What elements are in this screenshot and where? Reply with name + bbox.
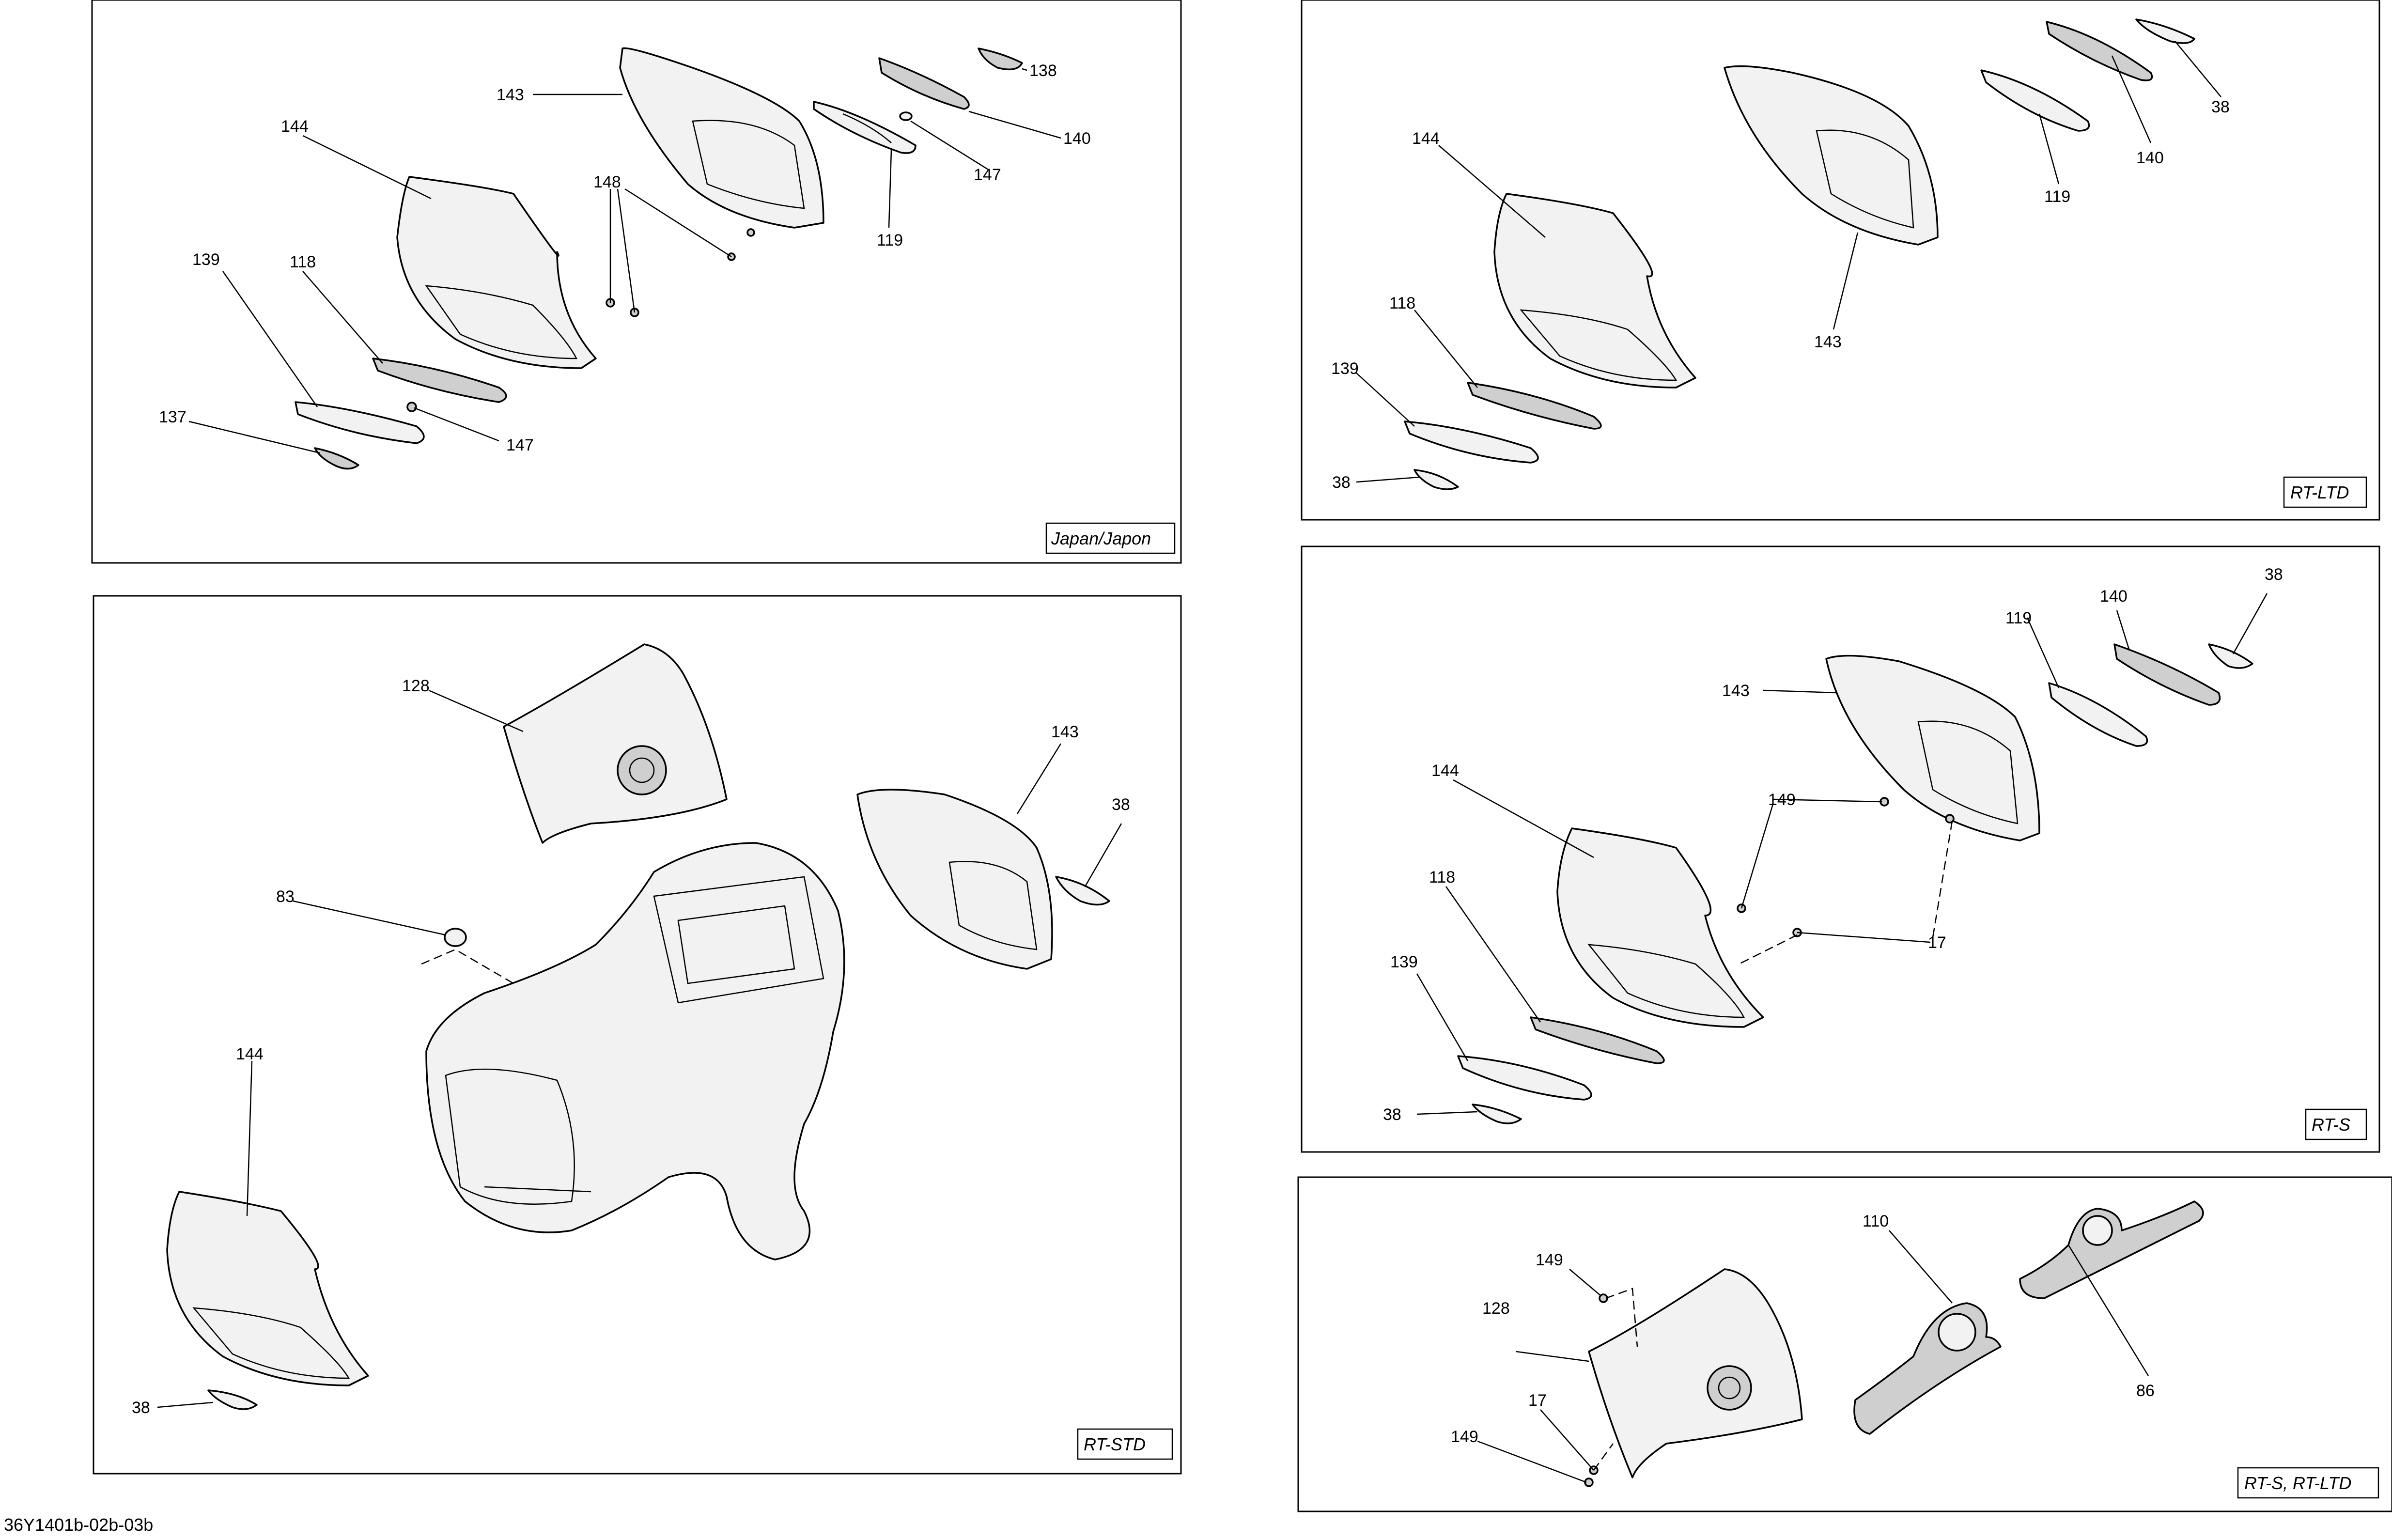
part-140 — [2046, 21, 2153, 81]
label-139: 139 — [192, 250, 220, 269]
part-144-cover — [166, 1191, 369, 1386]
label-147: 147 — [974, 166, 1001, 184]
part-140 — [2113, 643, 2221, 706]
part-139 — [295, 401, 425, 444]
variant-tag-rt-s: RT-S — [2312, 1115, 2350, 1135]
label-128: 128 — [402, 677, 430, 695]
variant-tag-rt-ltd: RT-LTD — [2290, 482, 2349, 502]
part-110 — [1853, 1302, 2002, 1435]
label-143: 143 — [1051, 723, 1079, 741]
label-38: 38 — [2211, 98, 2230, 116]
label-140: 140 — [1063, 129, 1091, 148]
label-139: 139 — [1390, 953, 1418, 971]
label-38b: 38 — [1383, 1105, 1401, 1124]
label-148: 148 — [593, 173, 621, 191]
panel-rt-s-rt-ltd: 110 149 128 86 17 149 RT-S, RT-LTD — [1297, 1176, 2392, 1512]
label-119: 119 — [2044, 187, 2070, 206]
part-144-cover — [1493, 193, 1696, 389]
part-38 — [2208, 643, 2253, 669]
label-144: 144 — [1412, 129, 1440, 148]
part-143-cover — [856, 789, 1053, 970]
panel-japan: 143 138 140 147 119 148 144 139 118 137 … — [91, 0, 1182, 564]
main-body — [425, 842, 845, 1260]
part-38 — [2135, 18, 2195, 44]
label-143: 143 — [1722, 682, 1750, 700]
label-110: 110 — [1863, 1212, 1889, 1230]
label-83: 83 — [276, 887, 295, 906]
label-143: 143 — [1814, 333, 1842, 351]
part-119 — [813, 101, 916, 154]
label-143: 143 — [497, 86, 524, 104]
label-38: 38 — [2265, 565, 2283, 584]
label-149: 149 — [1536, 1251, 1563, 1269]
part-139 — [1404, 420, 1539, 464]
part-143-cover — [1724, 65, 1939, 246]
part-143-cover — [1825, 654, 2040, 841]
part-38b — [1472, 1104, 1522, 1124]
part-86 — [2019, 1200, 2204, 1299]
label-137: 137 — [159, 408, 186, 426]
label-118: 118 — [1429, 868, 1455, 887]
label-38: 38 — [1112, 795, 1130, 814]
part-140 — [878, 57, 970, 110]
part-138 — [978, 47, 1023, 71]
label-118: 118 — [1389, 294, 1415, 312]
label-128: 128 — [1482, 1299, 1510, 1318]
part-139 — [1457, 1055, 1592, 1101]
part-83 — [444, 928, 467, 947]
part-144-cover — [1556, 827, 1764, 1028]
part-128-cover — [503, 643, 728, 844]
label-144: 144 — [1431, 762, 1459, 780]
part-119 — [1980, 69, 2090, 132]
part-118 — [1530, 1016, 1665, 1064]
label-149: 149 — [1768, 791, 1796, 809]
panel-rt-std: 128 143 38 83 144 38 RT-STD — [93, 595, 1182, 1475]
part-118 — [1467, 382, 1602, 430]
part-137 — [314, 447, 359, 470]
label-119: 119 — [2005, 609, 2032, 627]
label-144: 144 — [281, 117, 309, 136]
label-138: 138 — [1029, 62, 1057, 80]
label-140: 140 — [2100, 587, 2128, 606]
part-118 — [372, 358, 507, 403]
label-119: 119 — [877, 231, 903, 249]
label-118: 118 — [290, 253, 316, 271]
variant-tag-japan: Japan/Japon — [1051, 529, 1151, 548]
diagram-code: 36Y1401b-02b-03b — [4, 1515, 153, 1535]
label-17: 17 — [1528, 1391, 1547, 1410]
part-128-cover — [1588, 1268, 1803, 1478]
part-38b — [207, 1389, 258, 1410]
label-149b: 149 — [1451, 1428, 1478, 1446]
label-86: 86 — [2136, 1382, 2155, 1400]
part-38b — [1413, 469, 1459, 490]
panel-rt-ltd: 38 140 119 144 143 118 139 38 RT-LTD — [1301, 0, 2380, 521]
label-38b: 38 — [1332, 473, 1351, 492]
part-144-cover — [396, 176, 597, 369]
label-139: 139 — [1331, 359, 1359, 378]
label-17: 17 — [1928, 933, 1946, 952]
panel-rt-s: 38 140 119 143 149 144 17 118 139 38 RT-… — [1301, 545, 2380, 1153]
label-140: 140 — [2136, 149, 2164, 167]
part-143-cover — [619, 47, 824, 229]
label-38b: 38 — [132, 1399, 150, 1417]
variant-tag-rt-std: RT-STD — [1084, 1434, 1146, 1454]
part-38 — [1055, 876, 1110, 906]
label-147b: 147 — [506, 436, 534, 454]
part-119 — [2048, 682, 2148, 747]
variant-tag-rt-s-rt-ltd: RT-S, RT-LTD — [2244, 1473, 2351, 1493]
label-144: 144 — [236, 1045, 264, 1063]
